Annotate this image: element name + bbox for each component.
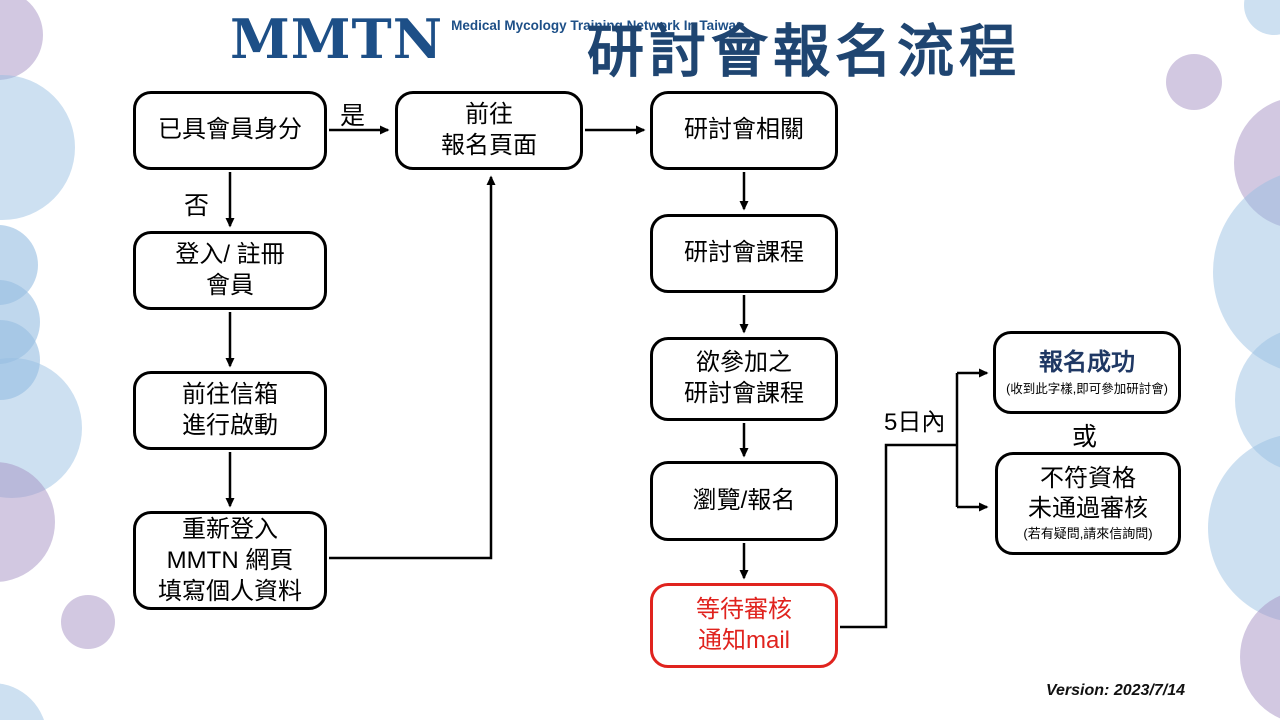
mmtn-logo: MMTN Medical Mycology Training Network I… bbox=[230, 12, 744, 66]
edge-label-no: 否 bbox=[184, 192, 210, 220]
node-goto-registration-page: 前往 報名頁面 bbox=[395, 91, 583, 170]
rejected-note: (若有疑問,請來信詢問) bbox=[1023, 526, 1153, 542]
line-wait-to-branch bbox=[840, 443, 957, 629]
node-seminar-related: 研討會相關 bbox=[650, 91, 838, 170]
tagline-line: Training Network bbox=[570, 18, 680, 33]
mmtn-logo-tagline: Medical Mycology Training Network In Tai… bbox=[451, 18, 744, 34]
node-registration-success: 報名成功 (收到此字樣,即可參加研討會) bbox=[993, 331, 1181, 414]
success-note: (收到此字樣,即可參加研討會) bbox=[1006, 381, 1168, 396]
edge-label-yes: 是 bbox=[340, 102, 366, 130]
node-activate-via-mailbox: 前往信箱 進行啟動 bbox=[133, 371, 327, 450]
page-title: 研討會報名流程 bbox=[587, 20, 1021, 84]
version-text: Version: 2023/7/14 bbox=[1045, 682, 1185, 699]
mmtn-logo-text: MMTN bbox=[230, 7, 444, 71]
edge-label-within-5-days: 5日內 bbox=[884, 409, 946, 436]
node-has-membership: 已具會員身分 bbox=[133, 91, 327, 170]
node-wait-review-mail: 等待審核 通知mail bbox=[650, 583, 838, 668]
decorative-circle bbox=[61, 595, 115, 649]
arrow-relogin-to-registration bbox=[329, 175, 496, 560]
edge-label-or: 或 bbox=[1072, 423, 1098, 451]
tagline-line: In Taiwan bbox=[683, 18, 745, 33]
node-seminar-courses: 研討會課程 bbox=[650, 214, 838, 293]
tagline-line: Medical Mycology bbox=[451, 18, 567, 33]
node-course-to-join: 欲參加之 研討會課程 bbox=[650, 337, 838, 421]
node-relogin-fill-profile: 重新登入 MMTN 網頁 填寫個人資料 bbox=[133, 511, 327, 610]
node-browse-register: 瀏覽/報名 bbox=[650, 461, 838, 541]
node-not-qualified: 不符資格 未通過審核 (若有疑問,請來信詢問) bbox=[995, 452, 1181, 555]
success-title: 報名成功 bbox=[1039, 349, 1135, 377]
node-login-register: 登入/ 註冊 會員 bbox=[133, 231, 327, 310]
decorative-circle bbox=[1166, 54, 1222, 110]
